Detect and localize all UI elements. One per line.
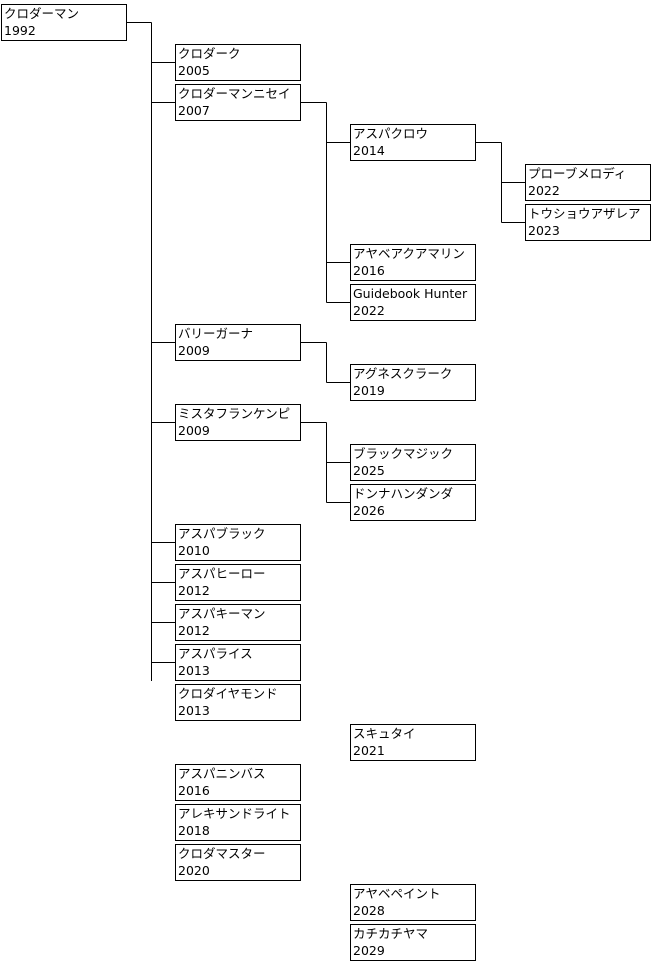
horse-name: クロダーク xyxy=(178,46,241,61)
horse-node: クロダイヤモンド 2013 xyxy=(175,684,301,721)
horse-name: アスパヒーロー xyxy=(178,566,266,581)
horse-year: 2022 xyxy=(528,183,560,198)
horse-year: 2021 xyxy=(353,743,385,758)
horse-year: 2013 xyxy=(178,703,210,718)
horse-name: クロダーマン xyxy=(4,6,80,21)
horse-year: 2016 xyxy=(178,783,210,798)
horse-name: アスパブラック xyxy=(178,526,266,541)
horse-name: カチカチヤマ xyxy=(353,926,429,941)
horse-name: アレキサンドライト xyxy=(178,806,291,821)
horse-node: ドンナハンダンダ 2026 xyxy=(350,484,476,521)
horse-name: クロダーマンニセイ xyxy=(178,86,291,101)
horse-year: 2028 xyxy=(353,903,385,918)
horse-node: クロダマスター 2020 xyxy=(175,844,301,881)
horse-node: アスパキーマン 2012 xyxy=(175,604,301,641)
horse-year: 2009 xyxy=(178,423,210,438)
horse-year: 2019 xyxy=(353,383,385,398)
horse-year: 1992 xyxy=(4,23,36,38)
horse-node: アスパニンバス 2016 xyxy=(175,764,301,801)
horse-node: アスパクロウ 2014 xyxy=(350,124,476,161)
horse-name: ミスタフランケンピ xyxy=(178,406,291,421)
horse-node: バリーガーナ 2009 xyxy=(175,324,301,361)
pedigree-tree: クロダーマン 1992 クロダーク 2005 クロダーマンニセイ 2007 アスパクロウ 20… xyxy=(1,4,651,961)
horse-name: アグネスクラーク xyxy=(353,366,453,381)
horse-node: アヤベペイント 2028 xyxy=(350,884,476,921)
horse-node: アスパヒーロー 2012 xyxy=(175,564,301,601)
horse-year: 2012 xyxy=(178,623,210,638)
horse-name: ドンナハンダンダ xyxy=(353,486,454,501)
horse-node: トウショウアザレア 2023 xyxy=(525,204,651,241)
horse-name: プローブメロディ xyxy=(528,166,627,181)
horse-year: 2012 xyxy=(178,583,210,598)
horse-name: クロダイヤモンド xyxy=(178,686,278,701)
horse-node: クロダーマン 1992 xyxy=(1,4,127,41)
horse-name: トウショウアザレア xyxy=(528,206,641,221)
connector-lines xyxy=(127,22,525,681)
horse-year: 2022 xyxy=(353,303,385,318)
horse-year: 2007 xyxy=(178,103,210,118)
horse-year: 2010 xyxy=(178,543,210,558)
horse-name: アスパライス xyxy=(178,646,253,661)
horse-node: プローブメロディ 2022 xyxy=(525,164,651,201)
horse-name: バリーガーナ xyxy=(178,326,254,341)
horse-node: アグネスクラーク 2019 xyxy=(350,364,476,401)
horse-year: 2023 xyxy=(528,223,560,238)
horse-year: 2009 xyxy=(178,343,210,358)
horse-year: 2016 xyxy=(353,263,385,278)
horse-name: アヤベアクアマリン xyxy=(353,246,465,261)
horse-node: ブラックマジック 2025 xyxy=(350,444,476,481)
horse-node: クロダーマンニセイ 2007 xyxy=(175,84,301,121)
horse-year: 2014 xyxy=(353,143,385,158)
horse-node: カチカチヤマ 2029 xyxy=(350,924,476,961)
horse-node: アスパライス 2013 xyxy=(175,644,301,681)
horse-year: 2025 xyxy=(353,463,385,478)
horse-year: 2018 xyxy=(178,823,210,838)
horse-year: 2005 xyxy=(178,63,210,78)
horse-year: 2020 xyxy=(178,863,210,878)
horse-name: クロダマスター xyxy=(178,846,266,861)
horse-name: アスパキーマン xyxy=(178,606,266,621)
horse-node: アレキサンドライト 2018 xyxy=(175,804,301,841)
horse-name: アヤベペイント xyxy=(353,886,441,901)
horse-node: スキュタイ 2021 xyxy=(350,724,476,761)
horse-year: 2026 xyxy=(353,503,385,518)
horse-name: スキュタイ xyxy=(353,726,416,741)
horse-name: Guidebook Hunter xyxy=(353,286,468,301)
horse-year: 2013 xyxy=(178,663,210,678)
horse-year: 2029 xyxy=(353,943,385,958)
horse-node: Guidebook Hunter 2022 xyxy=(350,284,476,321)
horse-name: アスパニンバス xyxy=(178,766,266,781)
horse-node: ミスタフランケンピ 2009 xyxy=(175,404,301,441)
horse-name: アスパクロウ xyxy=(353,126,429,141)
horse-node: アスパブラック 2010 xyxy=(175,524,301,561)
horse-node: クロダーク 2005 xyxy=(175,44,301,81)
horse-node: アヤベアクアマリン 2016 xyxy=(350,244,476,281)
horse-name: ブラックマジック xyxy=(353,446,454,461)
